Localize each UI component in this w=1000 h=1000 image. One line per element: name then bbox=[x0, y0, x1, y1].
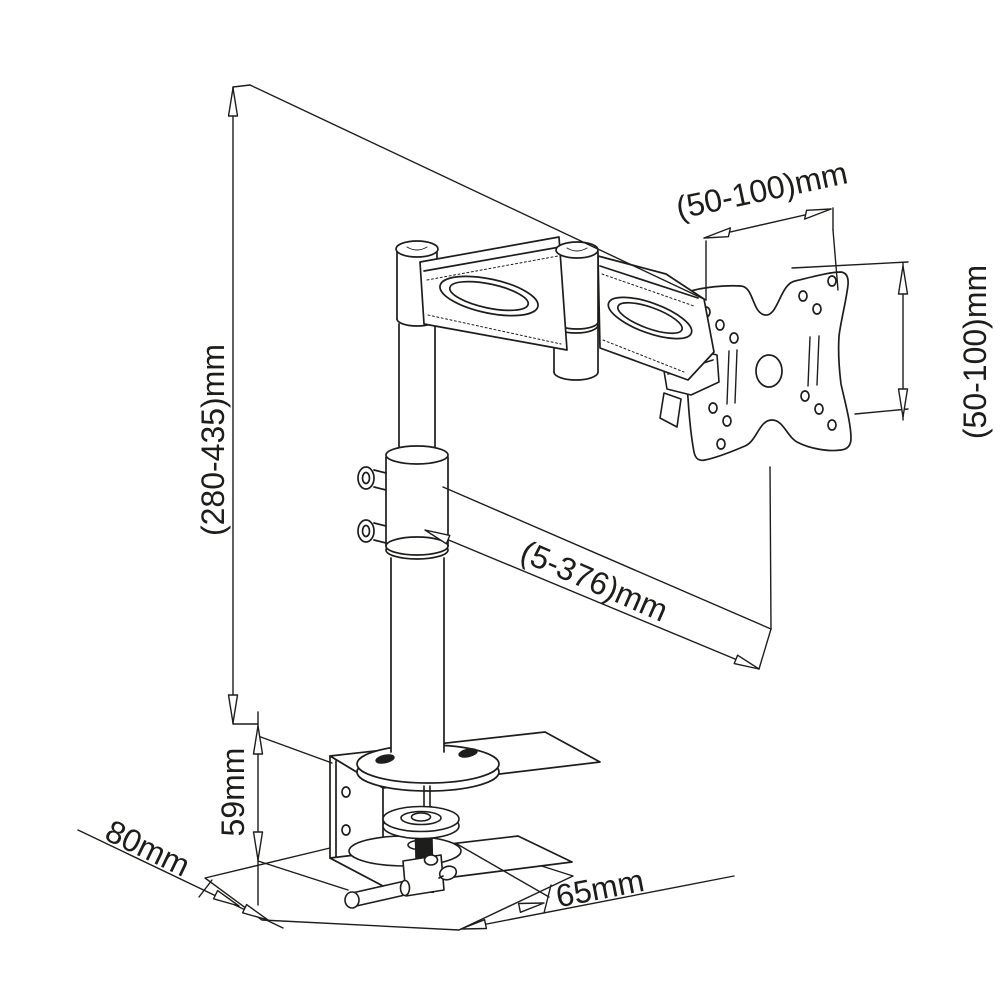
clamp-screw-head bbox=[423, 854, 439, 866]
collar-ring-upper bbox=[385, 445, 449, 465]
dimension-arm-reach bbox=[424, 466, 772, 670]
dimension-height-range bbox=[227, 84, 707, 725]
pole-column bbox=[357, 251, 449, 753]
dim-clamp-height-label: 59mm bbox=[215, 748, 251, 837]
arm-segment-2 bbox=[597, 255, 715, 381]
vesa-plate bbox=[686, 271, 852, 462]
dim-vesa-height-label: (50-100)mm bbox=[957, 265, 993, 439]
bracket-hole bbox=[341, 786, 351, 798]
arm-segment-1 bbox=[419, 236, 568, 351]
pivot-cap-2 bbox=[555, 241, 599, 259]
dim-height-range-label: (280-435)mm bbox=[195, 344, 231, 536]
bracket-hole bbox=[341, 824, 351, 836]
pivot-caps bbox=[395, 240, 599, 259]
pole-base-flange bbox=[356, 744, 500, 792]
pivot-cap-1 bbox=[395, 240, 439, 258]
vesa-rail-slots bbox=[726, 335, 820, 405]
height-adjust-thumbscrews bbox=[357, 466, 387, 544]
extension-line-top bbox=[249, 84, 707, 301]
clamp-screw-assembly bbox=[344, 785, 462, 909]
dimension-annotations bbox=[77, 84, 909, 930]
dimension-vesa-width bbox=[703, 207, 839, 301]
dim-base-width-label: 80mm bbox=[100, 813, 196, 884]
dimension-clamp-depth bbox=[456, 843, 735, 930]
clamp-knob bbox=[438, 865, 458, 881]
dimension-vesa-height bbox=[791, 261, 909, 421]
dimension-base-width bbox=[77, 829, 284, 929]
vesa-center-hole bbox=[755, 354, 783, 388]
dim-clamp-depth-label: 65mm bbox=[553, 862, 647, 914]
dim-arm-reach-label: (5-376)mm bbox=[515, 533, 673, 628]
dim-vesa-width-label: (50-100)mm bbox=[673, 155, 851, 226]
dimension-clamp-height bbox=[252, 711, 349, 906]
t-handle-bar bbox=[351, 880, 406, 908]
